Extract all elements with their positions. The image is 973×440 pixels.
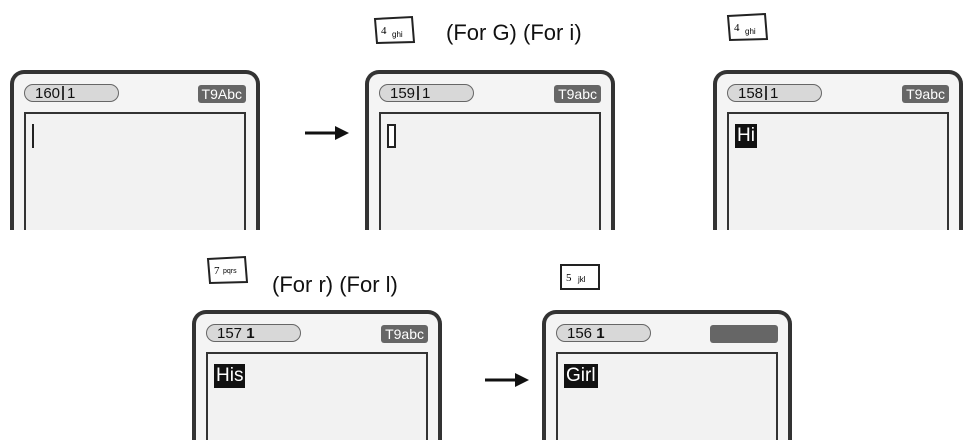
key-7-pqrs-icon: 7 pqrs bbox=[206, 255, 249, 285]
counter-number: 157 bbox=[217, 325, 243, 342]
counter-tail: 1 bbox=[770, 85, 779, 102]
text-screen: Girl bbox=[556, 352, 778, 440]
key-digit: 5 bbox=[566, 272, 572, 284]
phone-step-5: 156 1 Girl bbox=[542, 310, 792, 440]
counter-tail: 1 bbox=[422, 85, 431, 102]
arrow-right-icon bbox=[305, 126, 349, 140]
text-screen bbox=[24, 112, 246, 230]
arrow-right-icon bbox=[485, 373, 529, 387]
counter-number: 156 bbox=[567, 325, 593, 342]
phone-step-4: 157 1 T9abc His bbox=[192, 310, 442, 440]
counter-tail: 1 bbox=[246, 325, 255, 342]
input-mode-badge: T9abc bbox=[381, 325, 428, 343]
key-letters: ghi bbox=[392, 30, 403, 39]
counter-separator bbox=[765, 86, 768, 100]
key-letters: jkl bbox=[577, 275, 586, 284]
key-letters: pqrs bbox=[223, 268, 237, 275]
input-mode-badge bbox=[710, 325, 778, 343]
input-mode-badge: T9abc bbox=[554, 85, 601, 103]
counter-separator bbox=[417, 86, 420, 100]
counter-number: 158 bbox=[738, 85, 764, 102]
key-letters: ghi bbox=[745, 27, 756, 36]
text-screen bbox=[379, 112, 601, 230]
char-counter: 157 1 bbox=[206, 324, 301, 342]
text-cursor bbox=[32, 124, 34, 148]
counter-separator bbox=[62, 86, 65, 100]
text-screen: Hi bbox=[727, 112, 949, 230]
char-counter: 156 1 bbox=[556, 324, 651, 342]
status-bar: 156 1 bbox=[556, 324, 778, 344]
caption-bottom: (For r) (For l) bbox=[272, 272, 398, 297]
counter-number: 159 bbox=[390, 85, 416, 102]
typed-word: Girl bbox=[564, 364, 598, 388]
typed-word: Hi bbox=[735, 124, 757, 148]
key-4-ghi-icon: 4 ghi bbox=[726, 12, 769, 42]
key-digit: 7 bbox=[214, 265, 220, 277]
key-5-jkl-icon: 5 jkl bbox=[560, 264, 600, 290]
typed-word: His bbox=[214, 364, 246, 388]
counter-tail: 1 bbox=[67, 85, 76, 102]
key-4-ghi-icon: 4 ghi bbox=[373, 15, 416, 45]
counter-number: 160 bbox=[35, 85, 61, 102]
counter-tail: 1 bbox=[596, 325, 605, 342]
key-digit: 4 bbox=[381, 25, 387, 37]
input-mode-badge: T9abc bbox=[902, 85, 949, 103]
caption-top: (For G) (For i) bbox=[446, 20, 582, 45]
key-digit: 4 bbox=[734, 22, 740, 34]
status-bar: 157 1 T9abc bbox=[206, 324, 428, 344]
input-mode-badge: T9Abc bbox=[197, 85, 246, 103]
text-screen: His bbox=[206, 352, 428, 440]
text-cursor bbox=[387, 124, 396, 148]
